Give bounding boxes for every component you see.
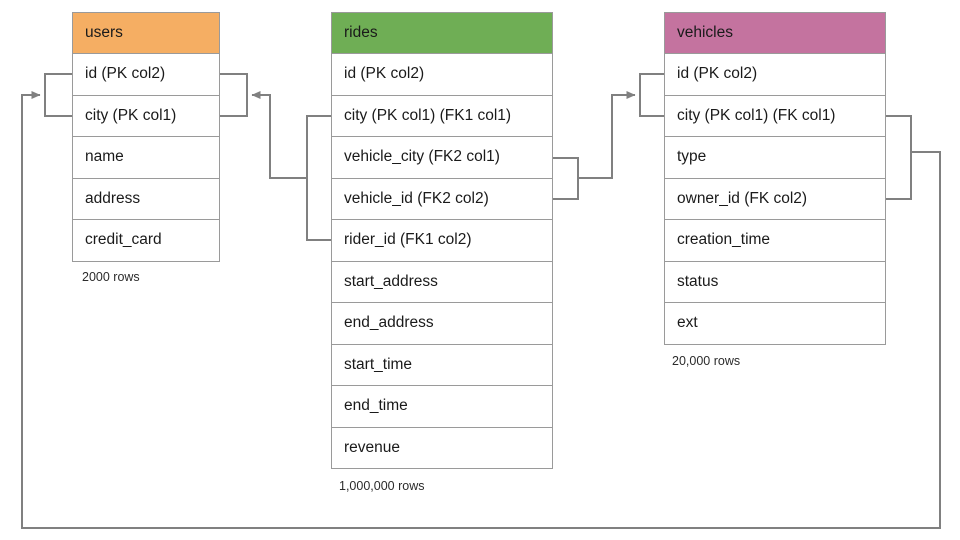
entity-vehicles-header: vehicles [664,12,886,54]
column-label: revenue [344,438,401,456]
column-label: start_time [344,355,413,373]
column-label: start_address [344,272,438,290]
column-vehicles-owner-id[interactable]: owner_id (FK col2) [664,178,886,220]
entity-vehicles[interactable]: vehicles id (PK col2) city (PK col1) (FK… [664,12,886,345]
column-label: vehicle_city (FK2 col1) [344,148,500,166]
rides-right-bracket [553,157,579,200]
column-label: end_address [344,314,434,332]
column-label: type [677,148,707,166]
column-label: city (PK col1) (FK col1) [677,106,836,124]
entity-rides[interactable]: rides id (PK col2) city (PK col1) (FK1 c… [331,12,553,469]
entity-users[interactable]: users id (PK col2) city (PK col1) name a… [72,12,220,262]
column-rides-vehicle-id[interactable]: vehicle_id (FK2 col2) [331,178,553,220]
column-vehicles-status[interactable]: status [664,261,886,303]
column-label: owner_id (FK col2) [677,189,808,207]
row-count-vehicles: 20,000 rows [672,354,741,368]
column-rides-start-address[interactable]: start_address [331,261,553,303]
column-label: rider_id (FK1 col2) [344,231,472,249]
entity-rides-header: rides [331,12,553,54]
entity-users-title: users [85,24,123,41]
column-rides-rider-id[interactable]: rider_id (FK1 col2) [331,220,553,262]
entity-vehicles-columns: id (PK col2) city (PK col1) (FK col1) ty… [664,54,886,345]
vehicles-right-bracket [886,115,912,200]
column-vehicles-type[interactable]: type [664,137,886,179]
column-label: id (PK col2) [85,65,166,83]
users-left-bracket [44,73,72,117]
entity-users-columns: id (PK col2) city (PK col1) name address… [72,54,220,262]
rides-left-bracket [306,115,331,241]
column-vehicles-id[interactable]: id (PK col2) [664,54,886,96]
column-label: end_time [344,397,408,415]
column-label: creation_time [677,231,771,249]
column-vehicles-creation-time[interactable]: creation_time [664,220,886,262]
column-label: id (PK col2) [677,65,758,83]
column-rides-id[interactable]: id (PK col2) [331,54,553,96]
vehicles-left-bracket [639,73,664,117]
column-users-credit-card[interactable]: credit_card [72,220,220,262]
column-users-address[interactable]: address [72,178,220,220]
column-rides-start-time[interactable]: start_time [331,344,553,386]
column-label: address [85,189,141,207]
column-rides-revenue[interactable]: revenue [331,427,553,469]
column-users-id[interactable]: id (PK col2) [72,54,220,96]
column-users-city[interactable]: city (PK col1) [72,95,220,137]
column-rides-end-address[interactable]: end_address [331,303,553,345]
entity-users-header: users [72,12,220,54]
column-label: credit_card [85,231,162,249]
column-label: status [677,272,719,290]
entity-vehicles-title: vehicles [677,24,733,41]
column-vehicles-city[interactable]: city (PK col1) (FK col1) [664,95,886,137]
column-rides-end-time[interactable]: end_time [331,386,553,428]
column-label: ext [677,314,698,332]
column-label: city (PK col1) [85,106,177,124]
column-label: vehicle_id (FK2 col2) [344,189,489,207]
column-rides-city[interactable]: city (PK col1) (FK1 col1) [331,95,553,137]
users-right-bracket [220,73,248,117]
entity-rides-columns: id (PK col2) city (PK col1) (FK1 col1) v… [331,54,553,469]
row-count-users: 2000 rows [82,270,140,284]
column-users-name[interactable]: name [72,137,220,179]
row-count-rides: 1,000,000 rows [339,479,425,493]
connector-rides-to-vehicles [578,91,636,179]
column-vehicles-ext[interactable]: ext [664,303,886,345]
column-label: city (PK col1) (FK1 col1) [344,106,512,124]
entity-rides-title: rides [344,24,378,41]
column-label: name [85,148,124,166]
column-label: id (PK col2) [344,65,425,83]
connector-rides-to-users [251,91,307,179]
column-rides-vehicle-city[interactable]: vehicle_city (FK2 col1) [331,137,553,179]
